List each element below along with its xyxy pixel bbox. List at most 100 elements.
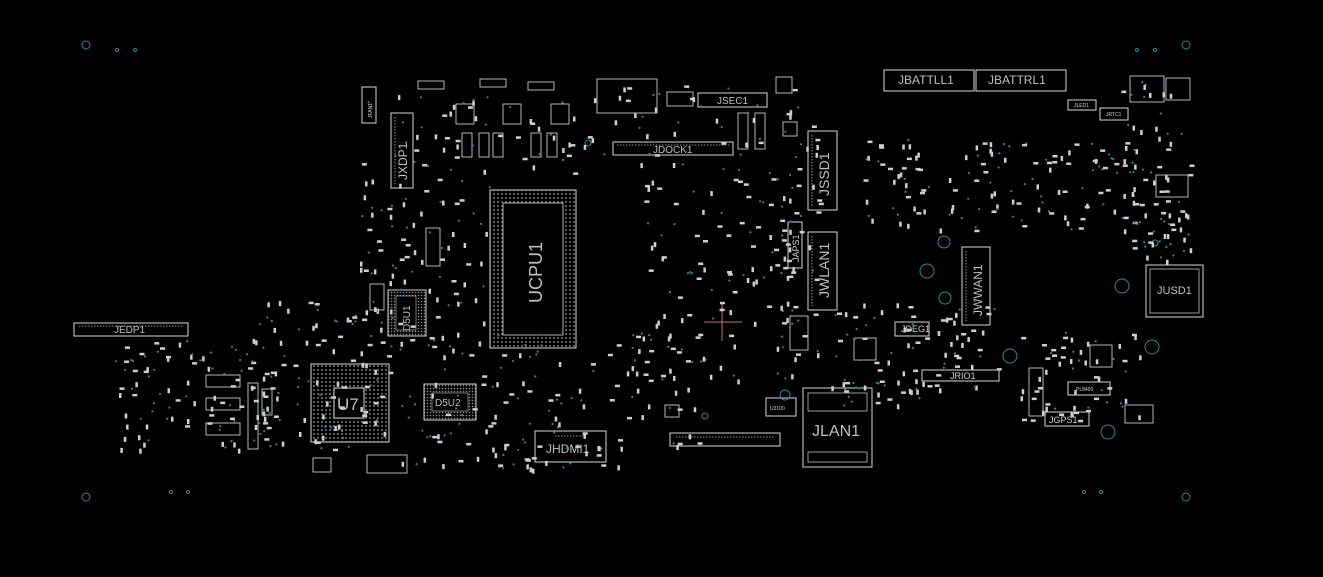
via bbox=[367, 251, 370, 254]
via bbox=[852, 381, 855, 385]
via bbox=[1100, 389, 1103, 392]
smd-pad bbox=[677, 296, 683, 299]
smd-pad bbox=[545, 460, 548, 466]
smd-pad bbox=[503, 401, 509, 404]
smd-pad bbox=[737, 379, 740, 385]
smd-pad bbox=[558, 362, 562, 367]
smd-pad bbox=[1125, 145, 1128, 151]
smd-pad bbox=[469, 354, 475, 357]
smd-pad bbox=[1064, 215, 1067, 221]
via bbox=[1143, 241, 1146, 244]
via bbox=[497, 334, 500, 337]
via bbox=[351, 322, 354, 326]
via bbox=[415, 463, 418, 466]
via bbox=[1107, 153, 1111, 156]
via bbox=[648, 152, 651, 155]
smd-pad bbox=[423, 457, 427, 463]
via bbox=[1116, 171, 1119, 174]
smd-pad bbox=[276, 396, 279, 402]
smd-pad bbox=[982, 142, 988, 145]
smd-pad bbox=[481, 383, 487, 386]
smd-pad bbox=[253, 399, 259, 403]
smd-pad bbox=[1080, 217, 1086, 221]
label-d5u1: D5U1 bbox=[402, 305, 413, 331]
smd-pad bbox=[360, 407, 363, 412]
smd-pad bbox=[444, 137, 450, 140]
via bbox=[211, 367, 214, 370]
via bbox=[354, 320, 357, 323]
smd-pad bbox=[879, 144, 884, 147]
via bbox=[763, 276, 766, 279]
smd-pad bbox=[239, 405, 245, 408]
via bbox=[419, 96, 422, 99]
smd-pad bbox=[845, 381, 851, 385]
via bbox=[739, 153, 742, 156]
via bbox=[540, 344, 543, 347]
smd-pad bbox=[532, 468, 535, 474]
smd-pad bbox=[178, 342, 182, 348]
smd-pad bbox=[769, 235, 772, 240]
smd-pad bbox=[1189, 164, 1195, 167]
label-jled1: JLED1 bbox=[1074, 103, 1089, 109]
smd-pad bbox=[899, 172, 903, 178]
via bbox=[1112, 357, 1115, 360]
via bbox=[391, 316, 394, 319]
smd-pad bbox=[376, 240, 382, 243]
via bbox=[185, 395, 188, 398]
via bbox=[791, 309, 794, 312]
via bbox=[844, 388, 847, 391]
smd-pad bbox=[350, 359, 356, 362]
smd-pad bbox=[673, 375, 676, 381]
smd-pad bbox=[537, 126, 541, 132]
smd-pad bbox=[135, 382, 138, 388]
smd-pad bbox=[420, 211, 423, 217]
smd-pad bbox=[687, 387, 690, 393]
via bbox=[449, 432, 452, 435]
smd-pad bbox=[936, 374, 942, 377]
smd-pad bbox=[1124, 398, 1128, 404]
via bbox=[865, 158, 868, 161]
via bbox=[239, 358, 242, 362]
smd-pad bbox=[702, 356, 706, 362]
smd-pad bbox=[279, 340, 283, 346]
smd-pad bbox=[467, 106, 473, 109]
smd-pad bbox=[361, 163, 367, 166]
smd-pad bbox=[363, 269, 369, 272]
smd-pad bbox=[365, 363, 368, 369]
smd-pad bbox=[314, 439, 317, 445]
smd-pad bbox=[910, 390, 913, 396]
smd-pad bbox=[270, 387, 276, 390]
smd-pad bbox=[548, 399, 554, 402]
via bbox=[846, 333, 849, 336]
via bbox=[689, 271, 692, 274]
label-u7: U7 bbox=[337, 395, 359, 414]
smd-pad bbox=[786, 317, 789, 323]
smd-pad bbox=[618, 95, 622, 101]
smd-pad bbox=[1123, 216, 1129, 220]
via bbox=[1127, 123, 1130, 126]
via bbox=[394, 266, 397, 270]
smd-pad bbox=[642, 336, 646, 342]
connector-jrio1: JRIO1 bbox=[921, 369, 1000, 382]
smd-pad bbox=[818, 202, 824, 206]
via bbox=[1010, 190, 1013, 193]
smd-pad bbox=[1016, 202, 1022, 205]
smd-pad bbox=[879, 380, 885, 383]
via bbox=[816, 350, 819, 353]
via bbox=[835, 355, 838, 358]
smd-pad bbox=[681, 318, 684, 324]
smd-pad bbox=[316, 380, 319, 386]
smd-pad bbox=[365, 181, 368, 187]
smd-pad bbox=[124, 360, 130, 363]
small-components bbox=[205, 75, 1191, 474]
smd-pad bbox=[1060, 356, 1066, 359]
via bbox=[686, 272, 690, 275]
smd-pad bbox=[582, 404, 586, 410]
smd-pad bbox=[780, 305, 783, 311]
smd-pad bbox=[974, 179, 980, 182]
via bbox=[727, 87, 730, 90]
smd-pad bbox=[519, 353, 522, 359]
smd-pad bbox=[1045, 369, 1048, 375]
smd-pad bbox=[312, 325, 315, 331]
via bbox=[270, 375, 273, 378]
